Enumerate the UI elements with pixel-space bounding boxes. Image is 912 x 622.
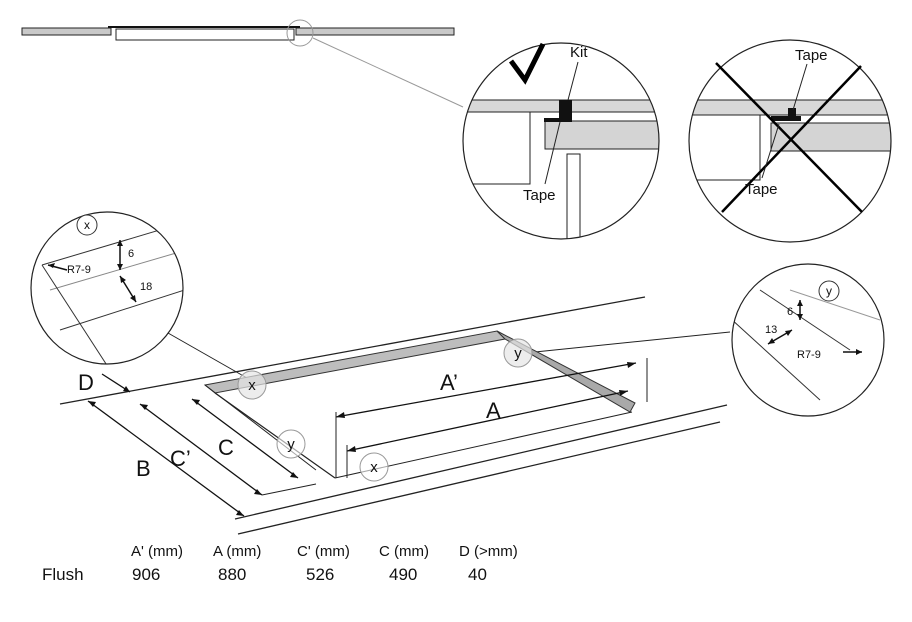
x-marker-label: x [84, 218, 90, 232]
worktop-cutout-diagram: A’ A D B C’ C x y y x [59, 296, 728, 535]
dim-a-label: A [486, 398, 501, 423]
col-header-a: A (mm) [213, 543, 262, 560]
leader-line [312, 37, 464, 108]
value-c-prime: 526 [306, 565, 335, 584]
detail-marker-circle [286, 19, 314, 47]
marker-x-top: x [248, 377, 256, 394]
y-dim-b-label: 13 [765, 324, 777, 336]
dim-a-prime-label: A’ [440, 370, 458, 395]
col-header-a-prime: A' (mm) [131, 543, 184, 560]
marker-x-bottom: x [370, 459, 378, 476]
detail-y-circle: y 6 13 R7-9 [534, 263, 885, 417]
value-a-prime: 906 [132, 565, 161, 584]
x-radius-label: R7-9 [67, 264, 91, 276]
kit-label: Kit [570, 44, 588, 61]
y-leader-line [534, 331, 731, 353]
y-radius-label: R7-9 [797, 349, 821, 361]
dim-d-label: D [78, 370, 94, 395]
incorrect-installation-detail: Tape Tape [688, 39, 892, 243]
col-header-c: C (mm) [379, 543, 429, 560]
col-header-c-prime: C' (mm) [297, 543, 350, 560]
cross-icon [715, 62, 863, 213]
detail-x-circle: x R7-9 6 18 [30, 211, 248, 379]
y-dim-a-label: 6 [787, 306, 793, 318]
row-label-flush: Flush [42, 565, 84, 584]
value-c: 490 [389, 565, 418, 584]
marker-y-bottom: y [287, 436, 295, 453]
dim-c-prime-label: C’ [170, 446, 191, 471]
y-marker-label: y [826, 284, 832, 298]
x-dim-a-label: 6 [128, 248, 134, 260]
marker-y-top: y [514, 345, 522, 362]
x-leader-line [167, 332, 248, 379]
correct-installation-detail: Kit Tape [462, 42, 660, 240]
dim-c-label: C [218, 435, 234, 460]
dim-b-label: B [136, 456, 151, 481]
tape-label: Tape [523, 187, 556, 204]
tape-top-label: Tape [795, 47, 828, 64]
tape-bottom-label: Tape [745, 181, 778, 198]
col-header-d: D (>mm) [459, 543, 518, 560]
x-dim-b-label: 18 [140, 281, 152, 293]
value-d: 40 [468, 565, 487, 584]
top-cross-section [21, 19, 464, 108]
check-icon [508, 42, 546, 85]
value-a: 880 [218, 565, 247, 584]
